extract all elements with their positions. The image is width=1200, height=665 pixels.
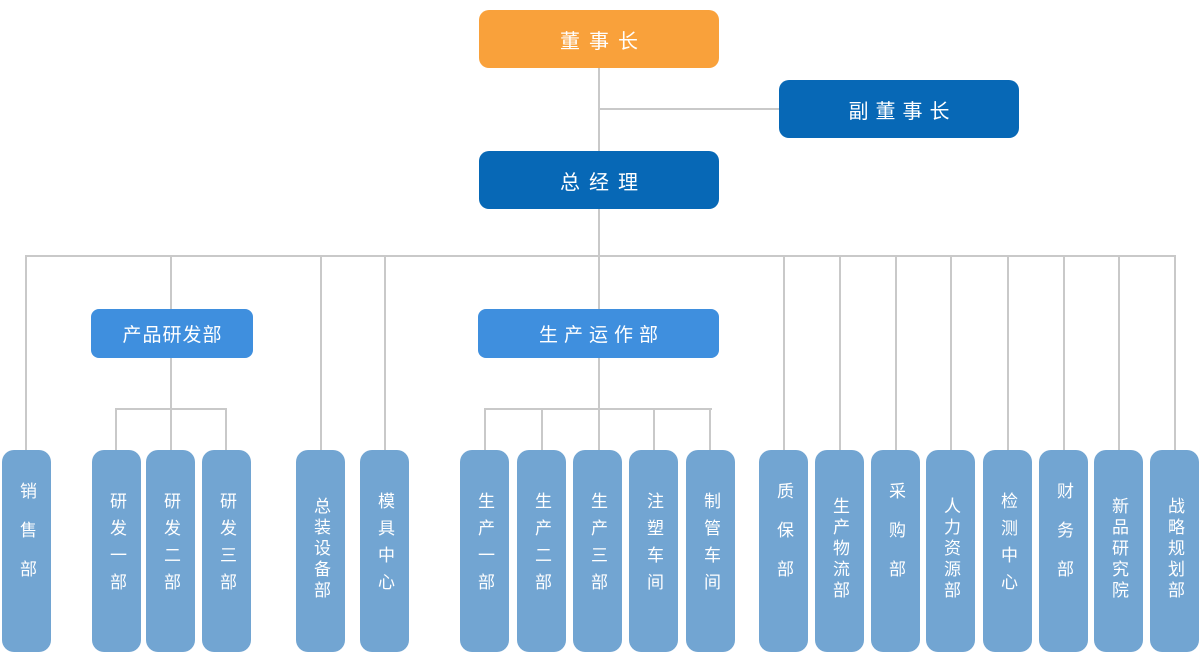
org-node-finance-dept: 财务部 bbox=[1039, 450, 1088, 652]
org-node-rd-dept-2: 研发二部 bbox=[146, 450, 195, 652]
connector-stub-rd1 bbox=[115, 410, 117, 450]
connector-drop-logistics bbox=[839, 257, 841, 450]
quality-assurance-dept-label: 质保部 bbox=[774, 481, 793, 599]
org-node-procurement-dept: 采购部 bbox=[871, 450, 920, 652]
connector-vice-chairman bbox=[599, 108, 779, 110]
finance-dept-label: 财务部 bbox=[1054, 481, 1073, 599]
connector-product-rd-children bbox=[170, 358, 172, 450]
org-node-production-dept-3: 生产三部 bbox=[573, 450, 622, 652]
strategic-planning-dept-label: 战略规划部 bbox=[1165, 496, 1184, 602]
connector-drop-quality bbox=[783, 257, 785, 450]
connector-stub-pipe bbox=[709, 410, 711, 450]
connector-drop-procurement bbox=[895, 257, 897, 450]
org-node-general-manager: 总经理 bbox=[479, 151, 719, 209]
connector-drop-strategy bbox=[1174, 257, 1176, 450]
sales-dept-label: 销售部 bbox=[17, 481, 36, 599]
connector-drop-sales bbox=[25, 257, 27, 450]
connector-stub-injection bbox=[653, 410, 655, 450]
org-node-new-product-research-institute: 新品研究院 bbox=[1094, 450, 1143, 652]
org-node-sales-dept: 销售部 bbox=[2, 450, 51, 652]
org-node-product-rd-dept: 产品研发部 bbox=[91, 309, 253, 358]
connector-production-ops-children bbox=[598, 357, 600, 450]
org-node-human-resources-dept: 人力资源部 bbox=[926, 450, 975, 652]
chairman-label: 董事长 bbox=[560, 30, 647, 53]
connector-ops-sub-rail bbox=[484, 408, 712, 410]
production-ops-dept-label: 生产运作部 bbox=[538, 325, 664, 346]
connector-stub-prod1 bbox=[484, 410, 486, 450]
injection-molding-workshop-label: 注塑车间 bbox=[644, 492, 663, 600]
production-logistics-dept-label: 生产物流部 bbox=[830, 496, 849, 602]
production-dept-1-label: 生产一部 bbox=[475, 492, 494, 600]
org-node-vice-chairman: 副董事长 bbox=[779, 80, 1019, 138]
connector-main-rail bbox=[25, 255, 1176, 257]
org-node-pipe-making-workshop: 制管车间 bbox=[686, 450, 735, 652]
connector-drop-newproduct bbox=[1118, 257, 1120, 450]
connector-drop-assembly bbox=[320, 257, 322, 450]
org-node-production-dept-1: 生产一部 bbox=[460, 450, 509, 652]
connector-gm-main-rail bbox=[598, 209, 600, 309]
connector-drop-finance bbox=[1063, 257, 1065, 450]
connector-drop-product-rd bbox=[170, 257, 172, 309]
new-product-research-institute-label: 新品研究院 bbox=[1109, 496, 1128, 602]
general-manager-label: 总经理 bbox=[560, 171, 647, 194]
org-node-rd-dept-1: 研发一部 bbox=[92, 450, 141, 652]
org-node-strategic-planning-dept: 战略规划部 bbox=[1150, 450, 1199, 652]
production-dept-2-label: 生产二部 bbox=[532, 492, 551, 600]
rd-dept-1-label: 研发一部 bbox=[107, 492, 126, 600]
org-node-production-ops-dept: 生产运作部 bbox=[478, 309, 719, 358]
production-dept-3-label: 生产三部 bbox=[588, 492, 607, 600]
connector-drop-testing bbox=[1007, 257, 1009, 450]
org-node-testing-center: 检测中心 bbox=[983, 450, 1032, 652]
org-node-injection-molding-workshop: 注塑车间 bbox=[629, 450, 678, 652]
connector-rd-sub-rail bbox=[115, 408, 227, 410]
product-rd-dept-label: 产品研发部 bbox=[122, 325, 223, 346]
connector-drop-hr bbox=[950, 257, 952, 450]
org-node-chairman: 董事长 bbox=[479, 10, 719, 68]
human-resources-dept-label: 人力资源部 bbox=[941, 496, 960, 602]
rd-dept-3-label: 研发三部 bbox=[217, 492, 236, 600]
connector-drop-mold bbox=[384, 257, 386, 450]
procurement-dept-label: 采购部 bbox=[886, 481, 905, 599]
vice-chairman-label: 副董事长 bbox=[848, 100, 957, 123]
assembly-equipment-dept-label: 总装设备部 bbox=[311, 496, 330, 602]
org-node-production-logistics-dept: 生产物流部 bbox=[815, 450, 864, 652]
mold-center-label: 模具中心 bbox=[375, 492, 394, 600]
org-node-mold-center: 模具中心 bbox=[360, 450, 409, 652]
connector-stub-rd3 bbox=[225, 410, 227, 450]
pipe-making-workshop-label: 制管车间 bbox=[701, 492, 720, 600]
testing-center-label: 检测中心 bbox=[998, 492, 1017, 600]
org-node-rd-dept-3: 研发三部 bbox=[202, 450, 251, 652]
org-node-quality-assurance-dept: 质保部 bbox=[759, 450, 808, 652]
org-node-assembly-equipment-dept: 总装设备部 bbox=[296, 450, 345, 652]
connector-stub-prod2 bbox=[541, 410, 543, 450]
org-node-production-dept-2: 生产二部 bbox=[517, 450, 566, 652]
rd-dept-2-label: 研发二部 bbox=[161, 492, 180, 600]
